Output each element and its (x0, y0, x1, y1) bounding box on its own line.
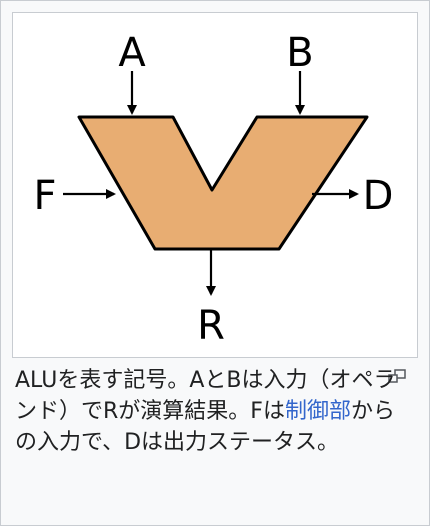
alu-body (77, 115, 369, 251)
label-a: A (118, 30, 146, 76)
enlarge-icon[interactable] (388, 369, 406, 383)
caption-text-before: ALUを表す記号。AとBは入力（オペランド）でRが演算結果。Fは (15, 368, 396, 424)
caption-text-after: からの入力で、Dは出力ステータス。 (15, 399, 395, 455)
label-f: F (33, 173, 56, 219)
figure-image[interactable]: A B F D R (12, 12, 418, 358)
label-d: D (363, 173, 394, 219)
control-unit-link[interactable]: 制御部 (284, 399, 351, 424)
label-r: R (197, 303, 225, 349)
figure-caption: ALUを表す記号。AとBは入力（オペランド）でRが演算結果。Fは制御部からの入力… (15, 365, 411, 458)
alu-diagram: A B F D R (33, 30, 394, 349)
label-b: B (286, 30, 313, 76)
